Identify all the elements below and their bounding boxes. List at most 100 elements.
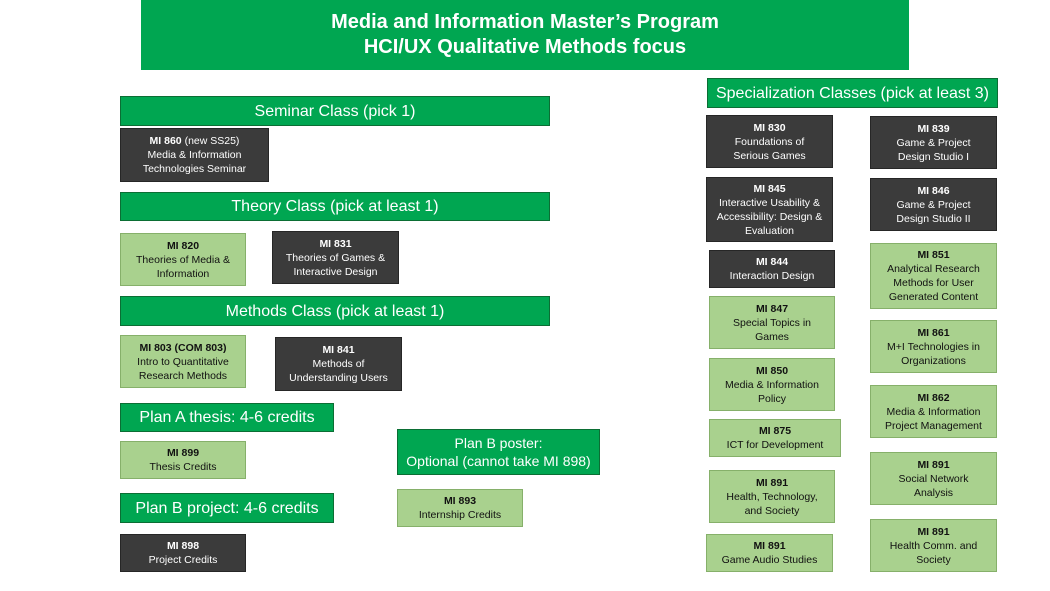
- title-banner: Media and Information Master’s Program H…: [141, 0, 909, 70]
- course-title-line: Interactive Usability &: [719, 196, 820, 209]
- course-title-line: Design Studio I: [897, 150, 970, 163]
- page-subtitle: HCI/UX Qualitative Methods focus: [363, 36, 687, 58]
- course-mi-862: MI 862 Media & Information Project Manag…: [870, 385, 997, 438]
- course-mi-845: MI 845 Interactive Usability & Accessibi…: [706, 177, 833, 242]
- course-title-line: Generated Content: [888, 291, 979, 303]
- course-mi-839: MI 839 Game & Project Design Studio I: [870, 116, 997, 169]
- course-mi-830: MI 830 Foundations of Serious Games: [706, 115, 833, 168]
- course-title-line: Design Studio II: [896, 212, 971, 225]
- course-code: MI 891: [753, 540, 786, 552]
- course-mi-847: MI 847 Special Topics in Games: [709, 296, 835, 349]
- course-mi-850: MI 850 Media & Information Policy: [709, 358, 835, 411]
- course-title-line: Technologies Seminar: [142, 163, 247, 175]
- course-title-line: Social Network: [898, 472, 969, 485]
- course-code: MI 831: [319, 237, 352, 250]
- plan-b-project-header: Plan B project: 4-6 credits: [120, 493, 334, 523]
- plan-b-poster-line2: Optional (cannot take MI 898): [406, 453, 591, 469]
- course-title-line: Analytical Research: [887, 263, 980, 275]
- course-title-line: Interactive Design: [293, 265, 378, 278]
- course-mi-891-health-comm: MI 891 Health Comm. and Society: [870, 519, 997, 572]
- course-mi-898: MI 898 Project Credits: [120, 534, 246, 572]
- course-title-line: Research Methods: [138, 369, 228, 382]
- course-code: MI 891: [917, 525, 950, 538]
- plan-a-header: Plan A thesis: 4-6 credits: [120, 403, 334, 432]
- course-title-line: Game & Project: [896, 136, 971, 149]
- course-mi-891-game-audio: MI 891 Game Audio Studies: [706, 534, 833, 572]
- course-title-line: Media & Information: [147, 149, 242, 161]
- course-title-line: Internship Credits: [418, 509, 502, 521]
- course-title-line: M+I Technologies in: [887, 340, 980, 353]
- course-title-line: Policy: [757, 392, 786, 405]
- course-title-line: Serious Games: [733, 149, 806, 162]
- course-mi-803: MI 803 (COM 803) Intro to Quantitative R…: [120, 335, 246, 388]
- course-title-line: ICT for Development: [726, 439, 824, 451]
- course-code: MI 860: [149, 135, 182, 147]
- course-code: MI 844: [755, 256, 789, 268]
- course-title-line: Health, Technology,: [726, 490, 818, 503]
- course-title-line: Evaluation: [744, 224, 795, 237]
- course-code: MI 803 (COM 803): [139, 341, 227, 354]
- theory-header: Theory Class (pick at least 1): [120, 192, 550, 221]
- course-code: MI 845: [753, 182, 786, 195]
- course-code: MI 851: [917, 249, 950, 261]
- course-mi-893: MI 893 Internship Credits: [397, 489, 523, 527]
- course-mi-841: MI 841 Methods of Understanding Users: [275, 337, 402, 391]
- course-title-line: Understanding Users: [289, 372, 388, 384]
- course-title-line: Games: [755, 330, 789, 343]
- course-title-line: Media & Information: [725, 378, 819, 391]
- course-mi-820: MI 820 Theories of Media & Information: [120, 233, 246, 286]
- course-title-line: Health Comm. and: [889, 539, 978, 552]
- course-code: MI 839: [917, 122, 950, 135]
- course-title-line: Media & Information: [886, 405, 981, 418]
- course-title-line: Intro to Quantitative: [137, 355, 229, 368]
- course-code: MI 875: [758, 425, 792, 437]
- course-title-line: Methods of: [312, 358, 365, 370]
- course-code: MI 861: [917, 326, 950, 339]
- specialization-header: Specialization Classes (pick at least 3): [707, 78, 998, 108]
- course-code: MI 862: [917, 391, 950, 404]
- course-mi-861: MI 861 M+I Technologies in Organizations: [870, 320, 997, 373]
- course-code: MI 820: [166, 239, 200, 252]
- course-code: MI 893: [443, 495, 477, 507]
- course-code: MI 898: [166, 540, 200, 552]
- course-mi-891-health-tech: MI 891 Health, Technology, and Society: [709, 470, 835, 523]
- course-mi-831: MI 831 Theories of Games & Interactive D…: [272, 231, 399, 284]
- course-title-line: Project Credits: [148, 554, 218, 566]
- course-code: MI 899: [166, 447, 200, 459]
- plan-b-poster-header: Plan B poster: Optional (cannot take MI …: [397, 429, 600, 475]
- course-title-line: Society: [916, 553, 951, 566]
- course-code: MI 850: [755, 364, 789, 377]
- course-mi-875: MI 875 ICT for Development: [709, 419, 841, 457]
- course-code: MI 841: [322, 344, 355, 356]
- course-title-line: and Society: [744, 504, 800, 517]
- course-title-line: Theories of Media &: [136, 253, 230, 266]
- course-code: MI 830: [753, 121, 786, 134]
- course-code: MI 847: [755, 302, 789, 315]
- plan-b-poster-line1: Plan B poster:: [454, 435, 543, 451]
- course-mi-891-social-network: MI 891 Social Network Analysis: [870, 452, 997, 505]
- course-code: MI 846: [917, 184, 950, 197]
- course-title-line: Theories of Games &: [285, 251, 386, 264]
- course-title-line: Project Management: [885, 419, 982, 432]
- course-title-line: Thesis Credits: [149, 461, 217, 473]
- course-code: MI 891: [917, 458, 950, 471]
- seminar-header: Seminar Class (pick 1): [120, 96, 550, 126]
- course-title-line: Accessibility: Design &: [716, 210, 823, 223]
- course-title-line: Game Audio Studies: [721, 554, 818, 566]
- course-mi-899: MI 899 Thesis Credits: [120, 441, 246, 479]
- course-mi-844: MI 844 Interaction Design: [709, 250, 835, 288]
- course-title-line: Organizations: [901, 354, 966, 367]
- course-title-line: Game & Project: [896, 198, 971, 211]
- course-title-line: Foundations of: [734, 135, 805, 148]
- course-mi-846: MI 846 Game & Project Design Studio II: [870, 178, 997, 231]
- course-code: MI 891: [755, 476, 789, 489]
- course-title-line: Information: [156, 267, 210, 280]
- course-title-line: Methods for User: [893, 277, 974, 289]
- course-mi-851: MI 851 Analytical Research Methods for U…: [870, 243, 997, 309]
- course-mi-860: MI 860 (new SS25) Media & Information Te…: [120, 128, 269, 182]
- course-note: (new SS25): [181, 135, 240, 147]
- course-title-line: Special Topics in: [732, 316, 812, 329]
- methods-header: Methods Class (pick at least 1): [120, 296, 550, 326]
- page-title: Media and Information Master’s Program: [331, 11, 719, 33]
- course-title-line: Interaction Design: [729, 270, 815, 282]
